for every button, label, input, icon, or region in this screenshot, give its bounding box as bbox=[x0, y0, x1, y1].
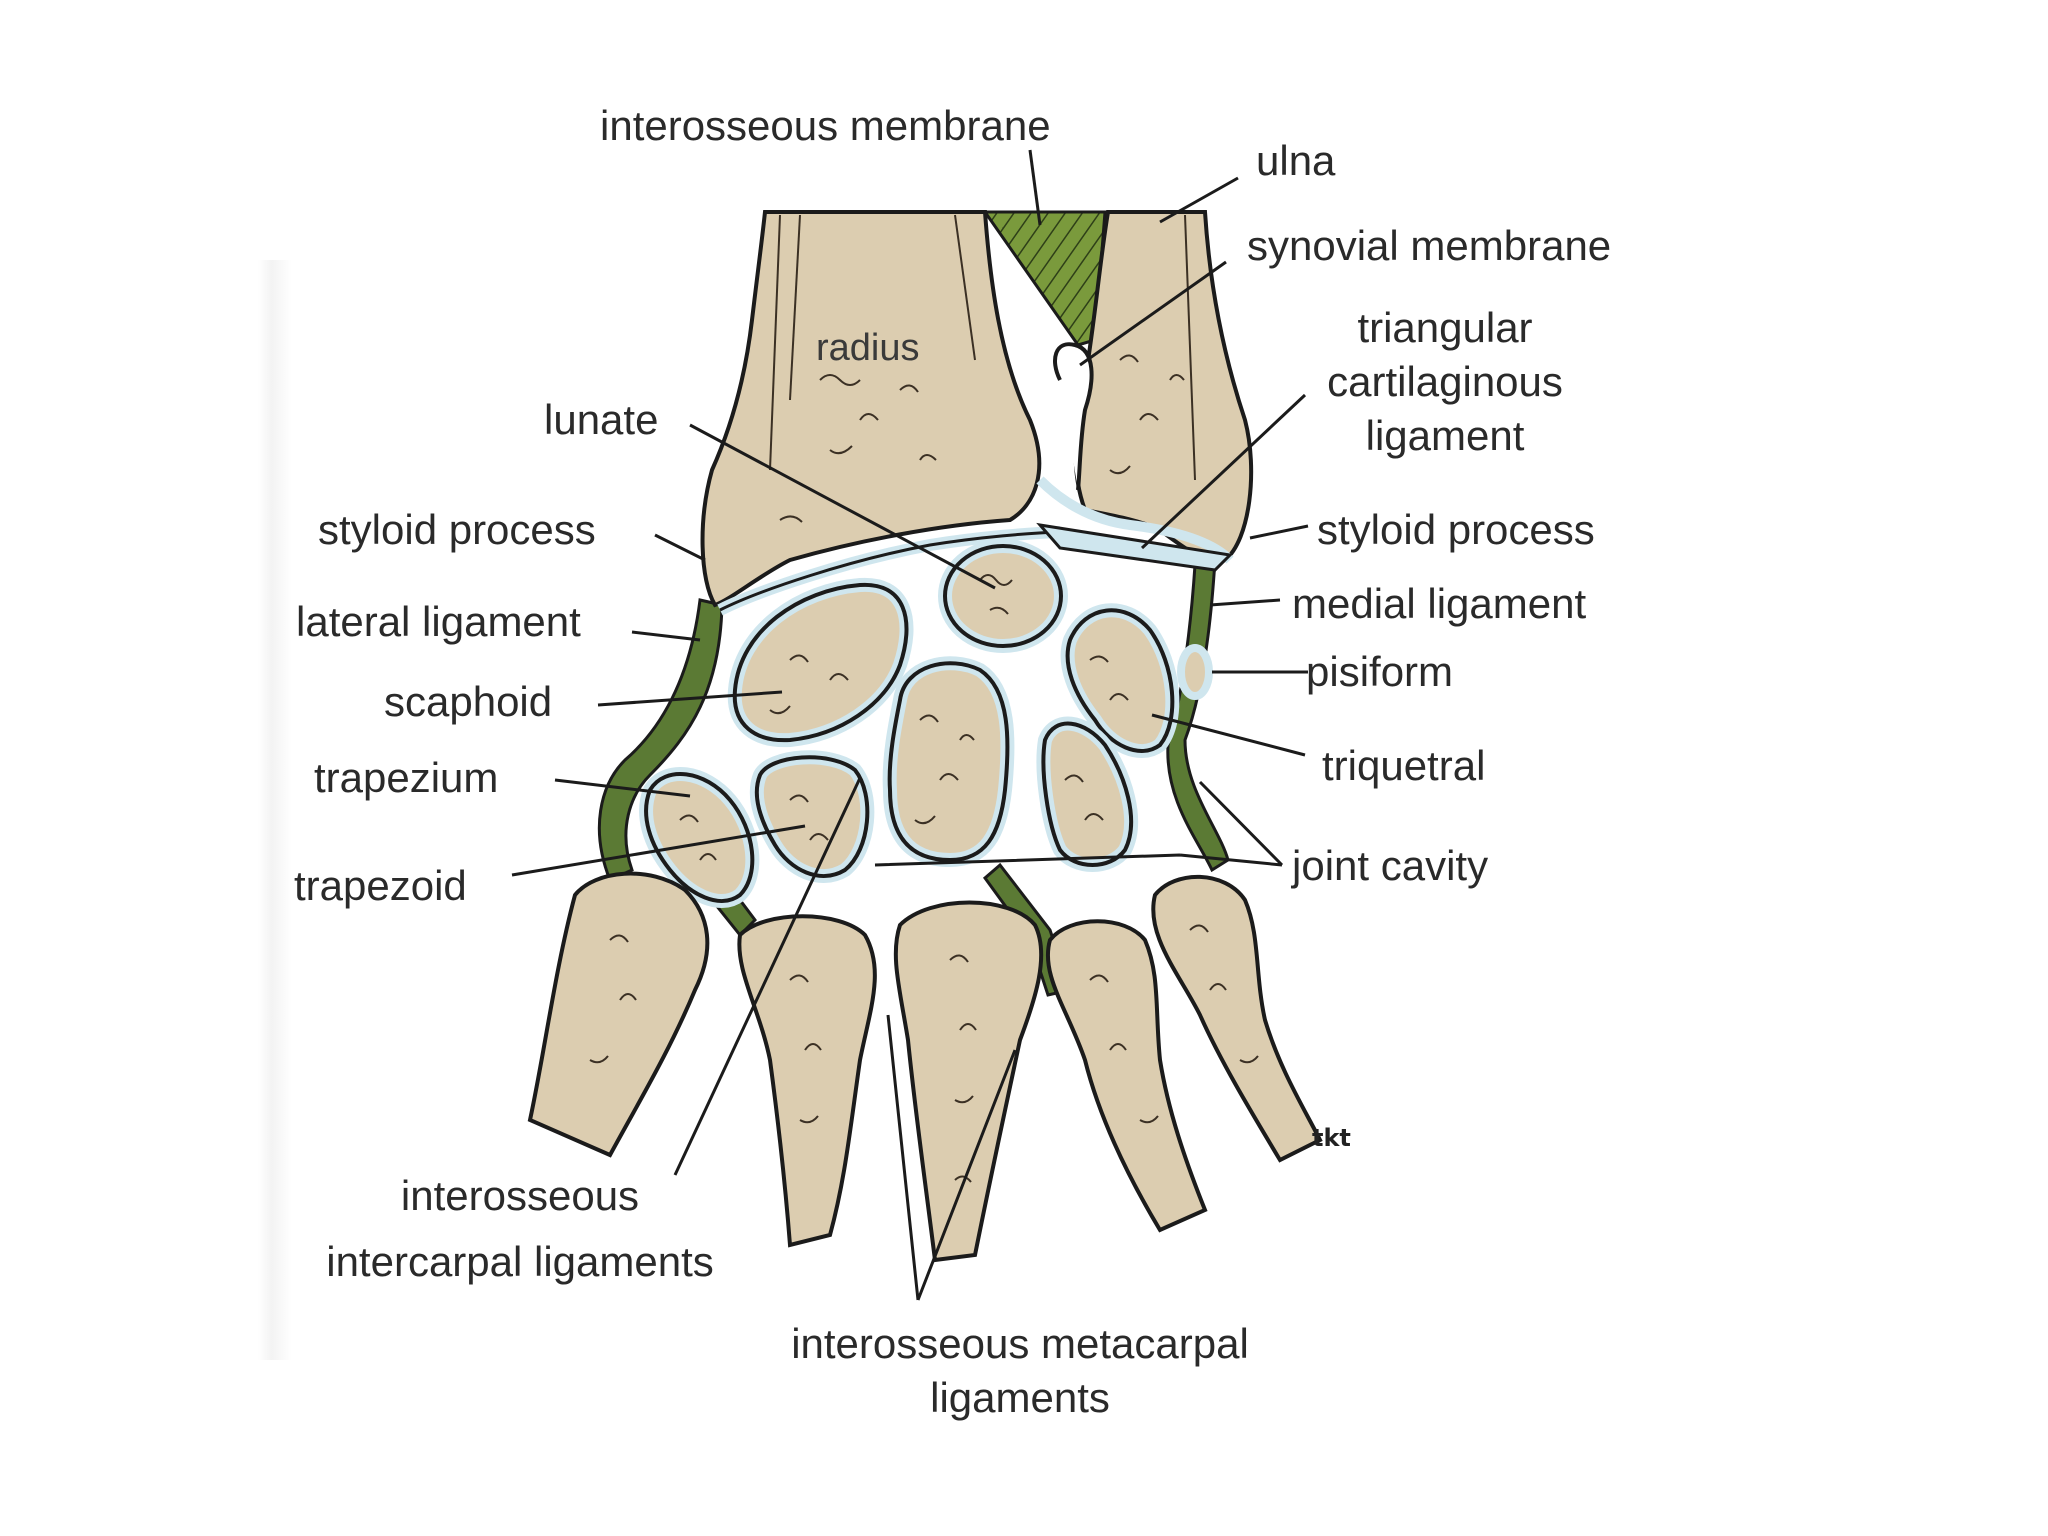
trapezium-bone-outline bbox=[644, 772, 755, 903]
label-styloid-process-right: styloid process bbox=[1317, 506, 1595, 553]
label-medial-ligament: medial ligament bbox=[1292, 580, 1587, 627]
synovial-membrane-lining bbox=[1036, 476, 1234, 564]
capitate-bone-outline bbox=[887, 661, 1010, 863]
label-metacarpal-line-2: ligaments bbox=[930, 1374, 1110, 1421]
label-metacarpal-line-1: interosseous metacarpal bbox=[791, 1320, 1249, 1367]
metacarpal-5 bbox=[1151, 874, 1323, 1163]
label-pisiform: pisiform bbox=[1306, 648, 1454, 695]
leader-intercarpal-ligaments bbox=[673, 777, 862, 1176]
label-radius: radius bbox=[816, 327, 920, 369]
metacarpal-3 bbox=[893, 900, 1044, 1263]
scaphoid-bone-outline bbox=[732, 582, 909, 743]
leader-trapezoid bbox=[511, 824, 806, 877]
label-synovial-membrane: synovial membrane bbox=[1247, 222, 1612, 269]
leader-medial-ligament bbox=[1209, 598, 1281, 607]
scaphoid-bone bbox=[727, 577, 914, 748]
synovial-membrane-pouch bbox=[1053, 342, 1094, 491]
interosseous-membrane-shape bbox=[982, 210, 1107, 347]
metacarpal-4 bbox=[1045, 919, 1208, 1233]
leader-trapezium bbox=[554, 778, 691, 798]
metacarpal-bones bbox=[527, 871, 1323, 1263]
lunate-bone-outline bbox=[943, 544, 1063, 648]
leader-metacarpal-ligaments bbox=[886, 1014, 1017, 1301]
illustrator-signature: tkt bbox=[1312, 1124, 1351, 1152]
leader-ulna bbox=[1159, 176, 1239, 224]
label-joint-cavity: joint cavity bbox=[1292, 842, 1489, 889]
capitate-bone bbox=[882, 656, 1015, 868]
leader-lines bbox=[511, 149, 1309, 1301]
carpal-bones bbox=[639, 539, 1213, 908]
label-lateral-ligament: lateral ligament bbox=[296, 598, 581, 645]
label-scaphoid: scaphoid bbox=[384, 678, 553, 725]
label-interosseous-membrane: interosseous membrane bbox=[600, 102, 1051, 149]
trapezoid-bone-outline bbox=[754, 755, 870, 878]
metacarpal-2 bbox=[737, 914, 877, 1248]
label-triangular-line-1: triangular bbox=[1357, 304, 1533, 351]
label-triangular-line-3: ligament bbox=[1365, 412, 1525, 459]
pisiform-bone bbox=[1177, 644, 1213, 700]
leader-synovial-membrane bbox=[1079, 260, 1227, 367]
leader-triangular-cartilage bbox=[1140, 393, 1307, 550]
radius-bone bbox=[700, 210, 1061, 616]
leader-styloid-right bbox=[1249, 524, 1309, 540]
label-intercarpal-line-2: intercarpal ligaments bbox=[326, 1238, 714, 1285]
metacarpal-1 bbox=[527, 871, 710, 1158]
leader-joint-cavity bbox=[874, 780, 1284, 867]
leader-interosseous-membrane bbox=[1028, 149, 1042, 226]
leader-lunate bbox=[689, 423, 996, 590]
label-trapezium: trapezium bbox=[314, 754, 499, 801]
label-ulna: ulna bbox=[1256, 137, 1336, 184]
triangular-cartilage-shape bbox=[1036, 522, 1234, 572]
label-lunate: lunate bbox=[544, 396, 659, 443]
label-trapezoid: trapezoid bbox=[294, 862, 467, 909]
trapezoid-bone bbox=[749, 750, 875, 883]
leader-triquetral bbox=[1151, 713, 1306, 757]
image-edge-shading bbox=[258, 260, 292, 1360]
bone-texture bbox=[589, 354, 1259, 1183]
triquetral-bone-outline bbox=[1065, 608, 1175, 753]
label-intercarpal-line-1: interosseous bbox=[400, 1172, 640, 1219]
label-styloid-process-left: styloid process bbox=[318, 506, 596, 553]
label-triangular-line-2: cartilaginous bbox=[1327, 358, 1563, 405]
leader-styloid-left bbox=[654, 533, 706, 562]
leader-scaphoid bbox=[597, 690, 783, 707]
hamate-bone-outline bbox=[1041, 721, 1134, 867]
label-triquetral: triquetral bbox=[1322, 742, 1486, 789]
leader-lateral-ligament bbox=[631, 630, 701, 642]
